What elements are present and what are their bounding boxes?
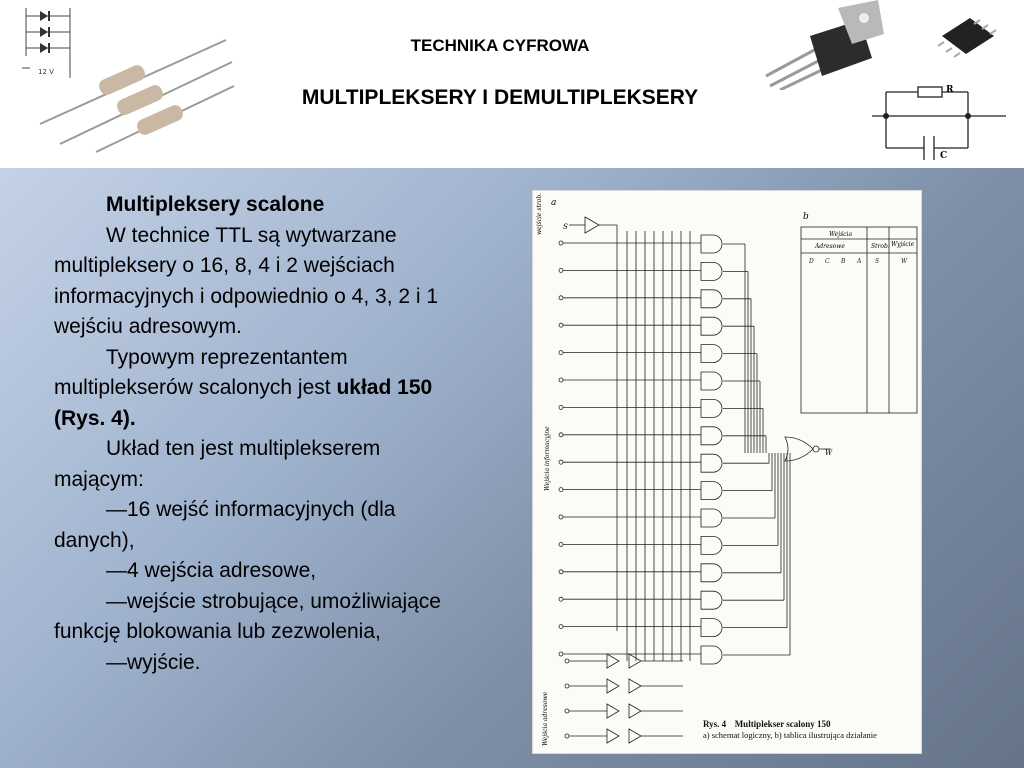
output-label: W (825, 449, 833, 457)
data-input-terminal (558, 432, 564, 438)
address-buffer (606, 728, 620, 744)
logic-schematic: a b wejście strob. Wejścia informacyjne … (536, 193, 918, 746)
data-input-terminal (558, 404, 564, 410)
section-heading: Multipleksery scalone (106, 193, 325, 216)
caption-number: Rys. 4 (703, 719, 727, 729)
and-gate (700, 399, 723, 418)
and-gate (700, 453, 723, 473)
figure-caption: Rys. 4 Multiplekser scalony 150 a) schem… (703, 719, 877, 741)
list-item: —wejście strobujące, umożliwiające funkc… (54, 589, 441, 644)
table-header-inputs: Wejścia (829, 231, 852, 238)
data-input-terminal (558, 350, 564, 356)
and-gate (700, 618, 723, 637)
rc-circuit-icon: R C (872, 85, 1006, 161)
or-gate (784, 436, 814, 462)
address-buffer (628, 703, 642, 719)
and-gate (700, 289, 723, 309)
svg-text:R: R (946, 85, 954, 95)
data-input-terminal (558, 322, 564, 328)
address-input-terminal (564, 658, 570, 664)
resistors-icon (39, 39, 235, 153)
address-buffer (606, 678, 620, 694)
data-input-terminal (558, 268, 564, 273)
list-item: —4 wejścia adresowe, (106, 559, 317, 582)
table-header-output: Wyjście (891, 241, 915, 248)
body-text: Multipleksery scalone W technice TTL są … (54, 190, 464, 678)
paragraph-1: W technice TTL są wytwarzane multiplekse… (54, 223, 439, 339)
strobe-input-label: S (563, 223, 568, 231)
list-item: —wyjście. (106, 650, 201, 674)
figure-reference: układ 150 (Rys. 4). (54, 376, 433, 430)
label-a: a (551, 198, 556, 208)
address-buffer (628, 728, 642, 744)
and-gate (700, 481, 723, 500)
and-gate (700, 316, 723, 336)
truth-table-col-header: A (856, 258, 862, 265)
diode-circuit-icon: 12 V (22, 8, 71, 78)
truth-table-col-header: S (875, 258, 879, 265)
address-buffer (606, 703, 620, 719)
data-input-terminal (558, 624, 564, 630)
and-gate (700, 262, 723, 281)
truth-table: Wejścia Adresowe Strob. Wyjście D C B A S W (808, 231, 915, 265)
strobe-buffer (584, 216, 600, 234)
address-input-terminal (564, 733, 570, 739)
and-gate (700, 563, 723, 583)
smd-chip-icon (937, 18, 997, 58)
list-item: —16 wejść informacyjnych (dla danych), (54, 498, 396, 552)
and-gate (700, 590, 723, 610)
data-input-terminal (558, 295, 564, 301)
table-header-strobe: Strob. (871, 243, 890, 250)
and-gate (700, 344, 723, 363)
svg-text:12 V: 12 V (38, 68, 54, 76)
and-gate (700, 508, 723, 528)
address-buffer (628, 678, 642, 694)
paragraph-2: Typowym reprezentantem multiplekserów sc… (54, 345, 433, 430)
data-input-terminal (558, 651, 564, 657)
and-gate (700, 371, 723, 391)
paragraph-3: Układ ten jest multiplekserem mającym: (54, 437, 381, 491)
address-inputs-label: Wejścia adresowe (542, 691, 549, 746)
data-input-terminal (558, 487, 564, 493)
data-input-terminal (558, 459, 564, 465)
truth-table-col-header: C (825, 258, 830, 265)
label-b: b (803, 212, 809, 222)
truth-table-col-header: W (901, 258, 908, 265)
multiplexer-figure: a b wejście strob. Wejścia informacyjne … (532, 190, 922, 754)
slide-header: 12 V (0, 0, 1024, 168)
truth-table-frame (800, 226, 918, 414)
strobe-label: wejście strob. (536, 193, 543, 235)
table-header-address: Adresowe (814, 243, 845, 250)
output-inverter-bubble (812, 445, 820, 453)
data-input-terminal (558, 377, 564, 383)
address-buffer (606, 653, 620, 669)
caption-subtitle: a) schemat logiczny, b) tablica ilustruj… (703, 730, 877, 740)
caption-title: Multiplekser scalony 150 (734, 719, 831, 729)
truth-table-col-header: D (808, 258, 814, 265)
truth-table-col-header: B (840, 258, 846, 265)
slide-subtitle: TECHNIKA CYFROWA (410, 36, 590, 55)
data-input-terminal (558, 541, 564, 547)
and-gate (700, 645, 723, 665)
and-gate (700, 536, 723, 555)
transistor-icon (765, 0, 884, 90)
data-input-terminal (558, 596, 564, 602)
address-input-terminal (564, 683, 570, 689)
and-gate (700, 234, 723, 254)
slide-title: MULTIPLEKSERY I DEMULTIPLEKSERY (301, 86, 699, 109)
data-input-terminal (558, 240, 564, 246)
data-input-terminal (558, 569, 564, 575)
address-buffer (628, 653, 642, 669)
info-inputs-label: Wejścia informacyjne (544, 426, 551, 491)
data-input-terminal (558, 514, 564, 520)
address-input-terminal (564, 708, 570, 714)
and-gate (700, 426, 723, 446)
svg-text:C: C (940, 151, 947, 161)
